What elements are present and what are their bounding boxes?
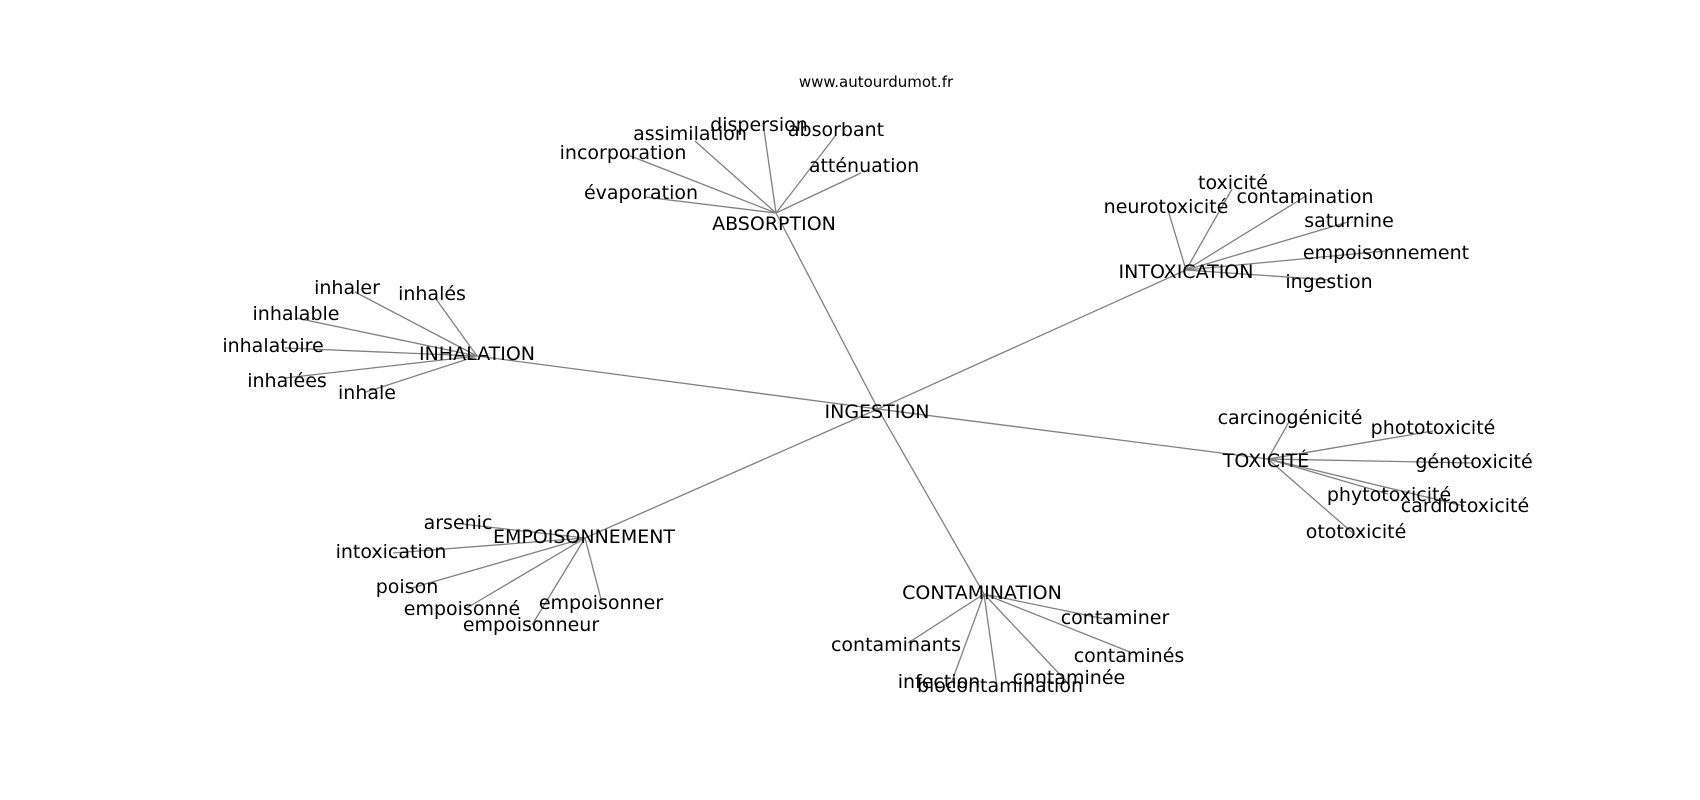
edge-empoisonnement-empoisonne [464, 537, 586, 610]
edge-center-contamination [877, 408, 985, 595]
hub-node-label: INHALATION [419, 343, 535, 365]
edge-center-empoisonnement [584, 408, 879, 539]
edge-center-inhalation [476, 355, 879, 410]
leaf-node-label: inhalés [398, 283, 466, 305]
edge-center-absorption [775, 212, 879, 410]
edge-intoxication-empoisonnement [1185, 250, 1386, 271]
leaf-node-label: contaminer [1061, 607, 1170, 629]
leaf-node-label: inhale [338, 382, 396, 404]
leaf-node-label: phototoxicité [1371, 417, 1496, 439]
leaf-node-label: empoisonner [539, 592, 663, 614]
edge-intoxication-neurotoxicite [1167, 209, 1187, 271]
leaf-node-label: toxicité [1198, 172, 1268, 194]
edge-inhalation-inhaler [354, 291, 478, 357]
edge-center-intoxication [877, 269, 1187, 410]
leaf-node-label: arsenic [424, 512, 493, 534]
edge-empoisonnement-intoxication [392, 537, 586, 554]
leaf-node-label: inhalable [253, 303, 340, 325]
leaf-node-label: inhalatoire [222, 335, 323, 357]
hub-node-label: INTOXICATION [1119, 261, 1254, 283]
edge-toxicite-cardiotoxicite [1267, 458, 1465, 507]
leaf-node-label: assimilation [633, 123, 747, 145]
edge-contamination-infection [951, 593, 985, 682]
edge-contamination-contaminer [983, 593, 1111, 621]
leaf-node-label: contaminés [1074, 645, 1185, 667]
edge-inhalation-inhalable [295, 317, 478, 357]
edge-inhalation-inhales [435, 298, 478, 357]
leaf-node-label: empoisonné [404, 598, 520, 620]
edge-toxicite-ototoxicite [1267, 458, 1356, 536]
edge-contamination-biocontamination [983, 593, 998, 687]
edge-toxicite-phytotoxicite [1267, 458, 1389, 495]
leaf-node-label: empoisonneur [463, 614, 600, 636]
leaf-node-label: contaminants [831, 634, 961, 656]
edge-center-toxicite [877, 408, 1269, 460]
leaf-node-label: atténuation [809, 155, 919, 177]
graph-edges [284, 122, 1475, 687]
edge-contamination-contaminee [983, 593, 1067, 682]
leaf-node-label: incorporation [560, 142, 687, 164]
hub-node-label: EMPOISONNEMENT [493, 526, 675, 548]
edge-absorption-dispersion [762, 122, 777, 214]
leaf-node-label: ingestion [1285, 271, 1372, 293]
hub-node-label: ABSORPTION [712, 213, 836, 235]
edge-toxicite-phototoxicite [1267, 430, 1434, 460]
edge-absorption-absorbant [775, 134, 837, 214]
leaf-node-label: infection [898, 671, 981, 693]
leaf-node-label: inhalées [247, 370, 327, 392]
edge-inhalation-inhalees [284, 355, 478, 379]
edge-intoxication-toxicite [1185, 188, 1233, 271]
edge-absorption-attenuation [775, 172, 862, 214]
leaf-node-label: biocontamination [917, 675, 1083, 697]
edge-empoisonnement-arsenic [461, 523, 586, 539]
leaf-node-label: phytotoxicité [1327, 484, 1451, 506]
leaf-node-label: intoxication [336, 541, 447, 563]
edge-toxicite-genotoxicite [1267, 458, 1475, 464]
edge-empoisonnement-empoisonneur [531, 537, 586, 626]
edge-toxicite-carcinogenicite [1267, 419, 1291, 460]
leaf-node-label: saturnine [1304, 210, 1394, 232]
center-node-label: INGESTION [825, 401, 930, 423]
edge-intoxication-contamination [1185, 195, 1307, 271]
edge-contamination-contaminants [907, 593, 985, 644]
leaf-node-label: poison [376, 576, 439, 598]
leaf-node-label: dispersion [710, 114, 808, 136]
edge-absorption-evaporation [644, 196, 777, 214]
edge-inhalation-inhalatoire [284, 347, 478, 357]
leaf-node-label: contamination [1236, 186, 1373, 208]
edge-absorption-assimilation [694, 140, 777, 214]
edge-contamination-contamines [983, 593, 1131, 653]
leaf-node-label: empoisonnement [1303, 242, 1469, 264]
leaf-node-label: contaminée [1013, 667, 1125, 689]
site-watermark: www.autourdumot.fr [799, 73, 954, 91]
edge-inhalation-inhale [365, 355, 478, 393]
leaf-node-label: cardiotoxicité [1401, 495, 1529, 517]
leaf-node-label: génotoxicité [1415, 451, 1532, 473]
hub-node-label: CONTAMINATION [902, 582, 1062, 604]
leaf-node-label: inhaler [314, 277, 380, 299]
graph-labels: www.autourdumot.fr INGESTION ABSORPTION di… [222, 73, 1532, 697]
leaf-node-label: neurotoxicité [1104, 196, 1229, 218]
hub-node-label: TOXICITÉ [1222, 449, 1309, 472]
leaf-node-label: évaporation [584, 182, 698, 204]
leaf-node-label: absorbant [788, 119, 884, 141]
leaf-node-label: ototoxicité [1306, 521, 1407, 543]
edge-intoxication-saturnine [1185, 221, 1349, 271]
leaf-node-label: carcinogénicité [1218, 407, 1363, 429]
edge-intoxication-ingestion [1185, 269, 1331, 281]
edge-empoisonnement-poison [407, 537, 586, 590]
edge-empoisonnement-empoisonner [584, 537, 603, 604]
edge-absorption-incorporation [627, 154, 777, 214]
